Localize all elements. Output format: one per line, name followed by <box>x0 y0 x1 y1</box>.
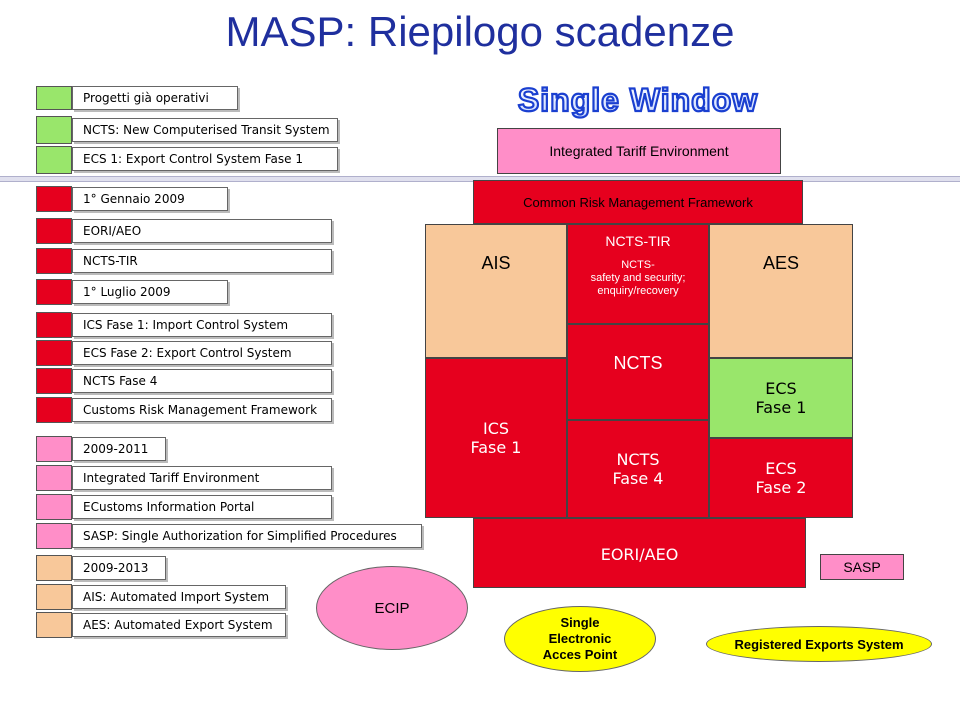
ncts-tir-box: NCTS-TIR NCTS- safety and security; enqu… <box>567 224 709 324</box>
ics-fase1-box: ICS Fase 1 <box>425 358 567 518</box>
legend-label: Customs Risk Management Framework <box>72 398 332 422</box>
legend-swatch <box>36 368 72 394</box>
logo-text: Single Window <box>518 82 758 118</box>
legend-label: AES: Automated Export System <box>72 613 286 637</box>
legend-swatch <box>36 146 72 174</box>
eori-aeo-box: EORI/AEO <box>473 518 806 588</box>
legend-swatch <box>36 218 72 244</box>
ecs-fase2-box: ECS Fase 2 <box>709 438 853 518</box>
legend-swatch <box>36 584 72 610</box>
ncts-box: NCTS <box>567 324 709 420</box>
ncts-security-label: NCTS- safety and security; enquiry/recov… <box>590 259 686 297</box>
legend-label: 2009-2013 <box>72 556 166 580</box>
res-oval: Registered Exports System <box>706 626 932 662</box>
legend-swatch <box>36 436 72 462</box>
legend-label: ICS Fase 1: Import Control System <box>72 313 332 337</box>
page-title: MASP: Riepilogo scadenze <box>225 8 735 55</box>
legend-label: SASP: Single Authorization for Simplifie… <box>72 524 422 548</box>
legend-swatch <box>36 248 72 274</box>
legend-label: EORI/AEO <box>72 219 332 243</box>
legend-swatch <box>36 312 72 338</box>
legend-swatch <box>36 465 72 491</box>
legend-swatch <box>36 279 72 305</box>
legend-label: ECS Fase 2: Export Control System <box>72 341 332 365</box>
legend-swatch <box>36 86 72 110</box>
ncts-fase4-box: NCTS Fase 4 <box>567 420 709 518</box>
legend-label: 1° Gennaio 2009 <box>72 187 228 211</box>
ais-box: AIS <box>425 224 567 358</box>
legend-swatch <box>36 612 72 638</box>
legend-swatch <box>36 523 72 549</box>
legend-swatch <box>36 340 72 366</box>
legend-label: Progetti già operativi <box>72 86 238 110</box>
legend-label: NCTS Fase 4 <box>72 369 332 393</box>
legend-label: 1° Luglio 2009 <box>72 280 228 304</box>
legend-swatch <box>36 116 72 144</box>
seap-oval: Single Electronic Acces Point <box>504 606 656 672</box>
legend-label: AIS: Automated Import System <box>72 585 286 609</box>
ecip-oval: ECIP <box>316 566 468 650</box>
legend-label: 2009-2011 <box>72 437 166 461</box>
single-window-logo: Single Window <box>517 81 758 119</box>
legend-swatch <box>36 186 72 212</box>
crmf-box: Common Risk Management Framework <box>473 180 803 224</box>
legend-swatch <box>36 555 72 581</box>
ecs-fase1-box: ECS Fase 1 <box>709 358 853 438</box>
legend-swatch <box>36 494 72 520</box>
sasp-box: SASP <box>820 554 904 580</box>
legend-label: Integrated Tariff Environment <box>72 466 332 490</box>
ncts-tir-label: NCTS-TIR <box>605 233 671 249</box>
aes-box: AES <box>709 224 853 358</box>
legend-label: NCTS: New Computerised Transit System <box>72 118 338 142</box>
legend-label: ECustoms Information Portal <box>72 495 332 519</box>
legend-swatch <box>36 397 72 423</box>
legend-label: NCTS-TIR <box>72 249 332 273</box>
ite-box: Integrated Tariff Environment <box>497 128 781 174</box>
legend-label: ECS 1: Export Control System Fase 1 <box>72 147 338 171</box>
